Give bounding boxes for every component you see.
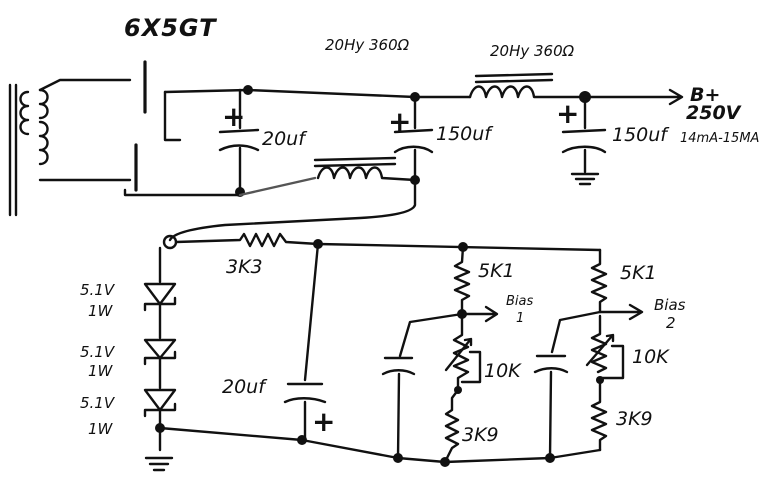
zener-3-watt: 1W: [88, 420, 113, 438]
bias2-pot-label: 10K: [632, 346, 669, 368]
polarity-plus: +: [388, 105, 412, 138]
bias2-number: 2: [666, 314, 676, 332]
transformer-symbol: [8, 78, 132, 217]
cap-first-label: 20uf: [262, 128, 305, 150]
bias1-number: 1: [516, 311, 525, 326]
capacitor-150uf-third: [561, 91, 607, 186]
capacitor-150uf-second: [393, 95, 434, 185]
bias-branch-2: [533, 248, 644, 460]
bias2-label: Bias: [654, 296, 686, 314]
bias-branch-1: [381, 245, 499, 464]
zener-2-watt: 1W: [88, 362, 113, 380]
bias2-top-resistor-label: 5K1: [620, 262, 657, 284]
resistor-3k3-label: 3K3: [226, 256, 263, 278]
choke-1-label: 20Hy 360Ω: [325, 36, 410, 54]
rectifier-tube-symbol: [123, 60, 242, 197]
cap-bias-label: 20uf: [222, 376, 265, 398]
output-arrow: [583, 88, 684, 106]
bias1-pot-label: 10K: [484, 360, 521, 382]
zener-string: [143, 246, 177, 472]
bias1-label: Bias: [506, 294, 534, 309]
choke-2: [468, 72, 587, 99]
output-voltage: 250V: [686, 102, 741, 124]
zener-2-voltage: 5.1V: [80, 343, 115, 361]
polarity-plus: +: [222, 100, 246, 133]
zener-3-voltage: 5.1V: [80, 394, 115, 412]
junction: [243, 85, 253, 95]
bias1-bottom-resistor-label: 3K9: [462, 424, 499, 446]
link-wire: [168, 178, 417, 242]
choke-2-label: 20Hy 360Ω: [490, 42, 575, 60]
zener-1-voltage: 5.1V: [80, 281, 115, 299]
rectifier-tube-label: 6X5GT: [124, 14, 217, 42]
polarity-plus: +: [312, 405, 336, 438]
cap-second-label: 150uf: [436, 123, 491, 145]
output-label: B+: [690, 84, 721, 106]
top-rail-wire: [163, 88, 472, 99]
polarity-plus: +: [556, 97, 580, 130]
ground-rail: [158, 426, 602, 464]
bias2-bottom-resistor-label: 3K9: [616, 408, 653, 430]
choke-1: [238, 156, 417, 197]
bias1-top-resistor-label: 5K1: [478, 260, 515, 282]
resistor-3k3: [174, 232, 602, 252]
cap-third-label: 150uf: [612, 124, 667, 146]
zener-1-watt: 1W: [88, 302, 113, 320]
node: [162, 234, 178, 250]
output-current: 14mA-15MA: [680, 131, 760, 146]
